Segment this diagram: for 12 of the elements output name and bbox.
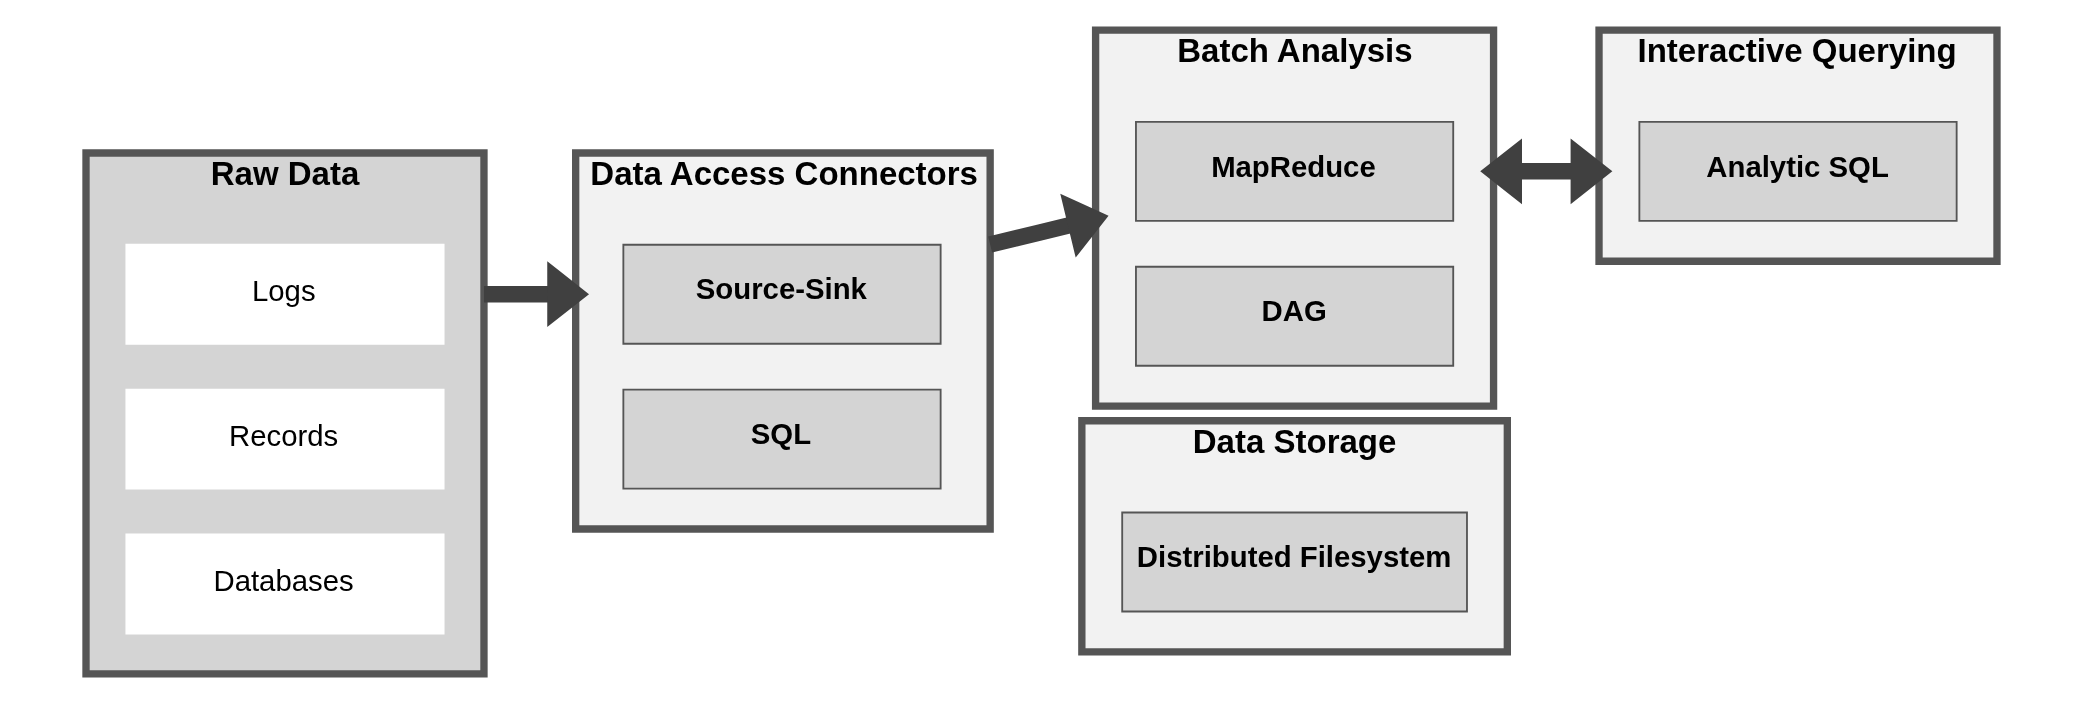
node-box: SQL xyxy=(621,388,942,490)
node-box: Logs xyxy=(124,243,445,345)
node-box: Source-Sink xyxy=(621,243,942,345)
node-box: Records xyxy=(124,388,445,490)
arrow xyxy=(1479,138,1612,205)
node-box: Distributed Filesystem xyxy=(1120,511,1468,613)
node-box: Databases xyxy=(124,533,445,635)
arrow xyxy=(483,261,589,328)
node-box: MapReduce xyxy=(1134,120,1454,222)
node-box: Analytic SQL xyxy=(1637,120,1958,222)
arrow xyxy=(987,193,1109,258)
node-box: DAG xyxy=(1134,265,1454,367)
